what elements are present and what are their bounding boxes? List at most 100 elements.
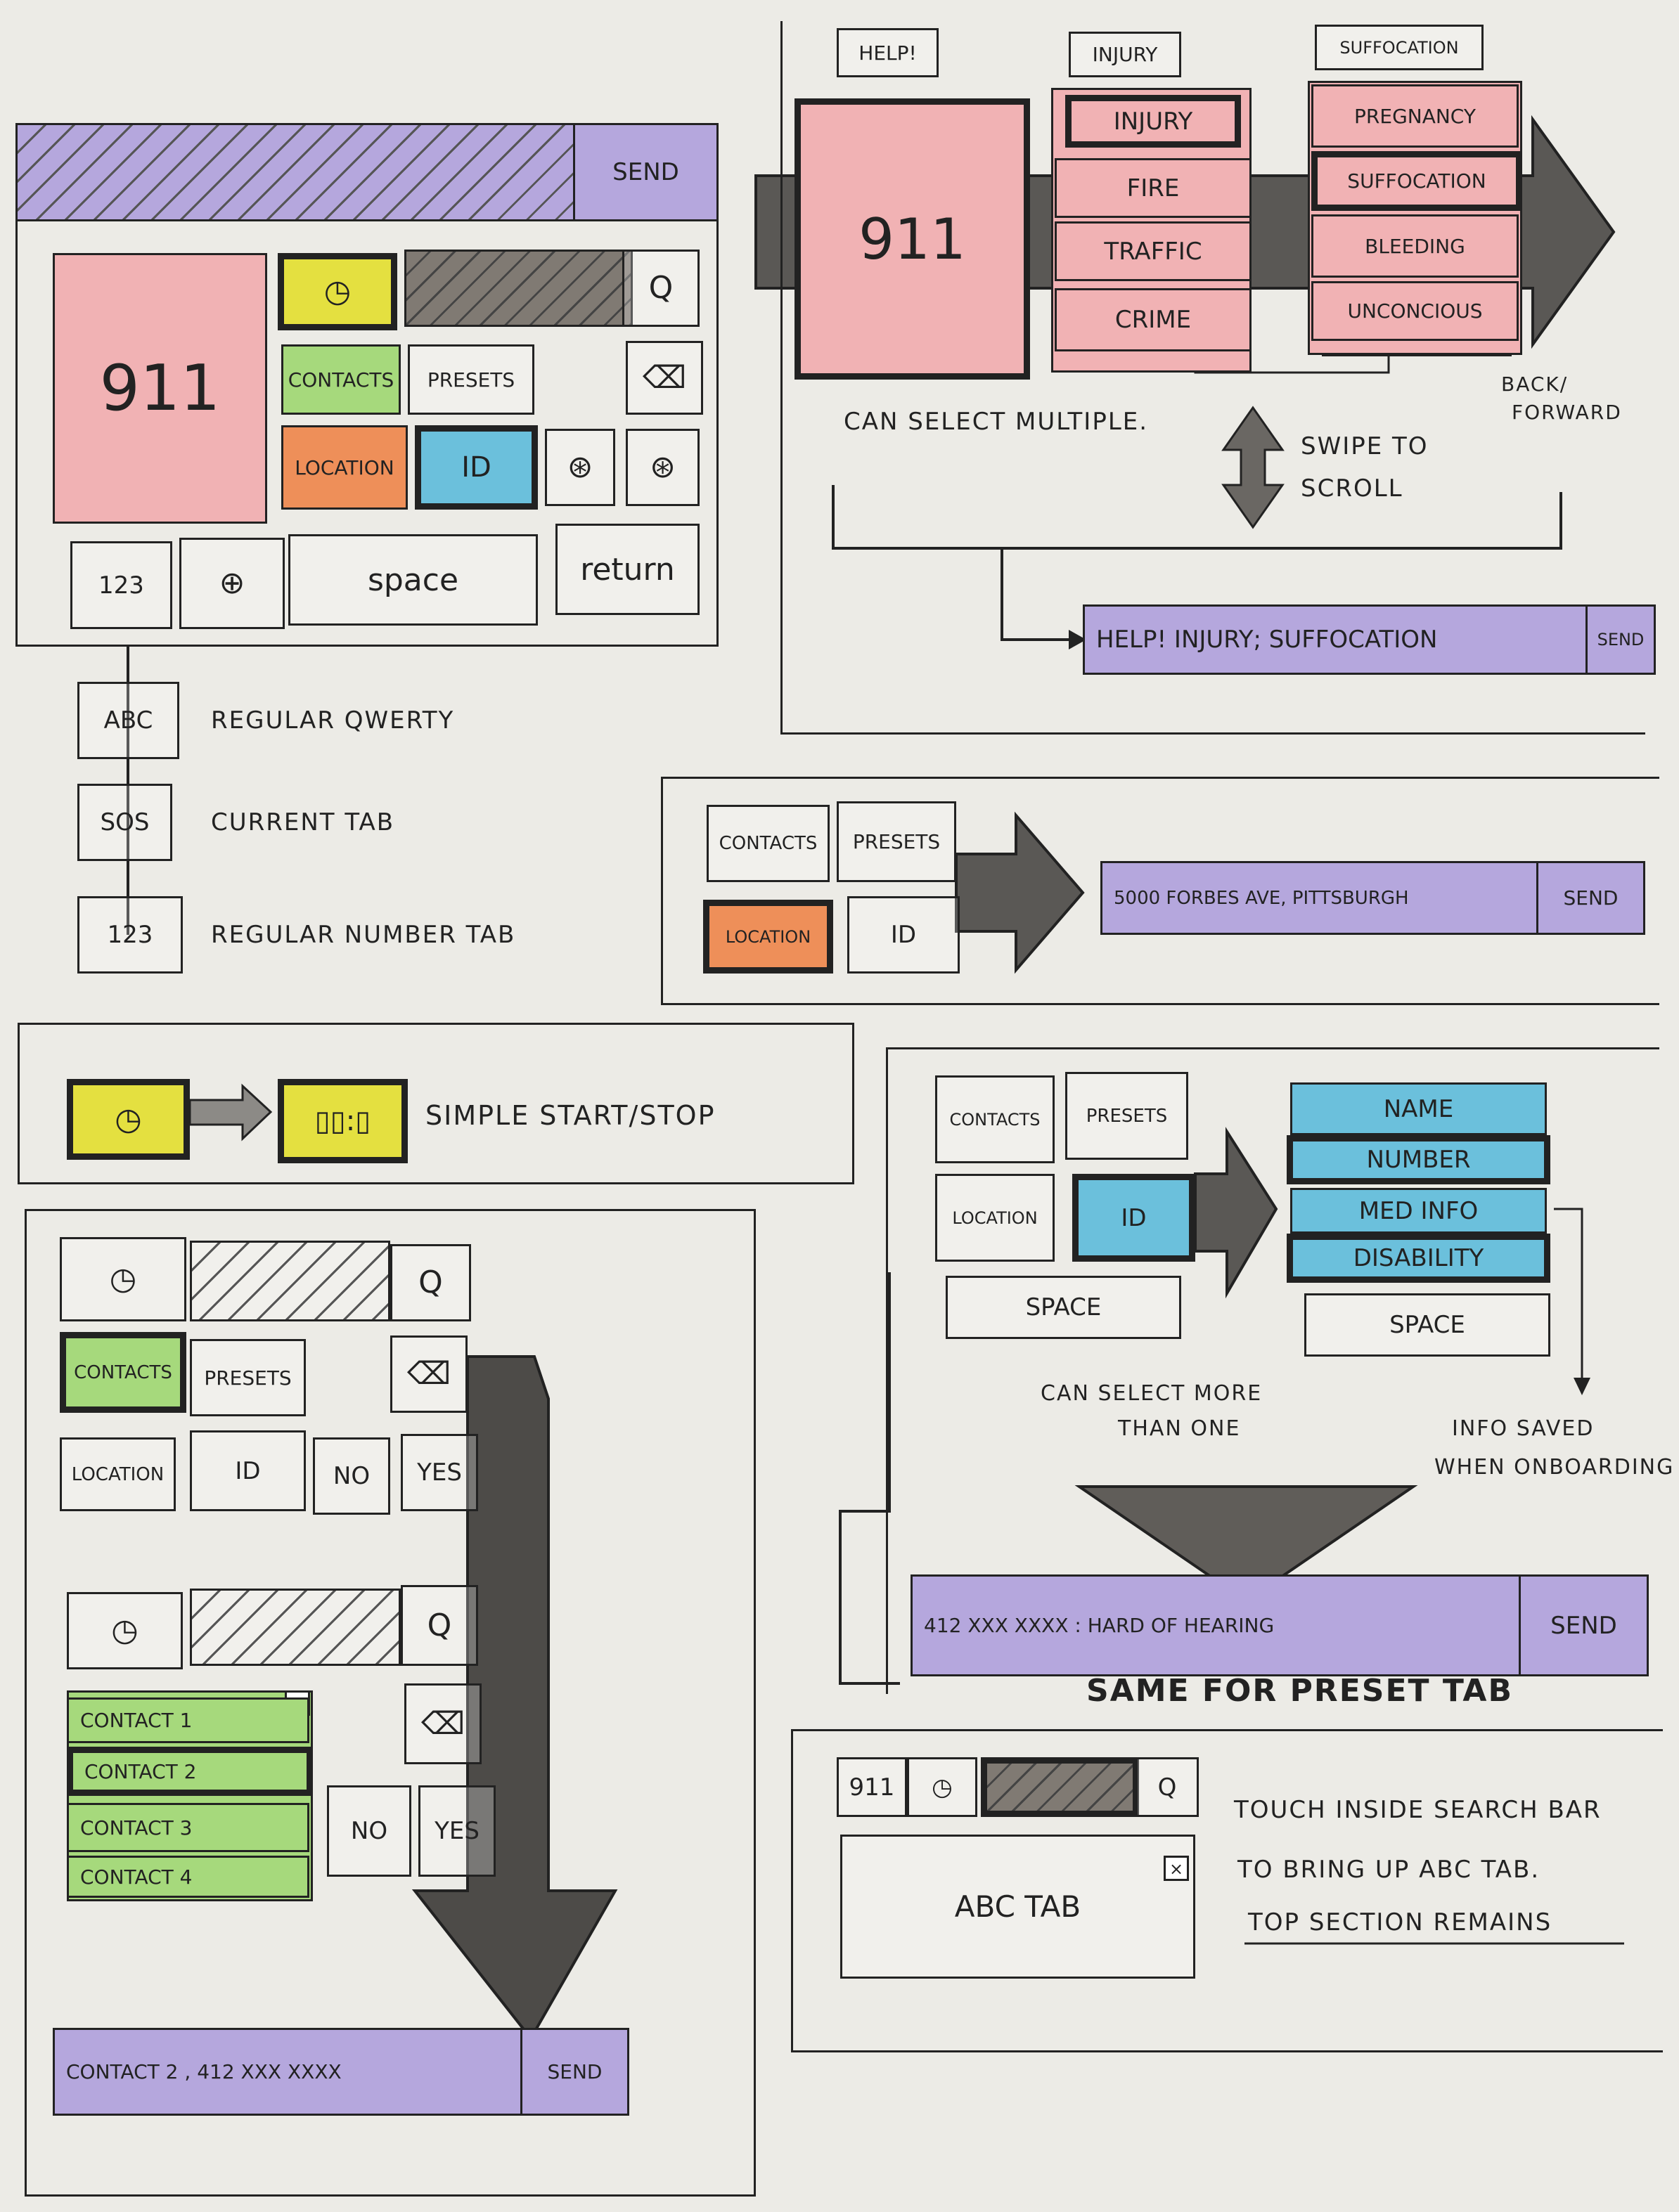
injury-item-label: INJURY bbox=[1113, 107, 1193, 136]
timer-running-display: ▯▯:▯ bbox=[278, 1079, 408, 1163]
cf-id-tab[interactable]: ID bbox=[190, 1430, 306, 1511]
backspace-button[interactable]: ⌫ bbox=[626, 341, 703, 415]
timer-arrow bbox=[188, 1083, 273, 1141]
select-more-note-line2: THAN ONE bbox=[1118, 1416, 1241, 1441]
emoji-button-2[interactable]: ⊛ bbox=[626, 429, 700, 506]
abc-tab-box: ABC bbox=[77, 682, 179, 759]
abc-search-button[interactable]: Q bbox=[1136, 1757, 1199, 1817]
abc-note-line1: TOUCH INSIDE SEARCH BAR bbox=[1234, 1796, 1602, 1824]
loc-presets-tab[interactable]: PRESETS bbox=[837, 801, 956, 882]
emergency-911-button[interactable]: 911 bbox=[53, 253, 267, 524]
swipe-note-line2: SCROLL bbox=[1301, 474, 1403, 503]
contact-item-label: CONTACT 1 bbox=[80, 1709, 193, 1732]
injury-item-injury[interactable]: INJURY bbox=[1065, 95, 1241, 148]
abc-note-line2: TO BRING UP ABC TAB. bbox=[1237, 1856, 1540, 1884]
help-911-label: 911 bbox=[858, 206, 966, 272]
cf-id-label: ID bbox=[235, 1456, 261, 1485]
number-tab-button[interactable]: 123 bbox=[70, 541, 172, 629]
contact-item[interactable]: CONTACT 4 bbox=[67, 1856, 309, 1898]
injury-item-crime[interactable]: CRIME bbox=[1055, 288, 1252, 351]
suffocation-item-pregnancy[interactable]: PREGNANCY bbox=[1311, 84, 1519, 148]
cf-search-bar[interactable] bbox=[190, 1241, 390, 1321]
close-icon[interactable]: × bbox=[1164, 1856, 1189, 1881]
number-tab-desc: REGULAR NUMBER TAB bbox=[211, 921, 516, 949]
cf-search-button[interactable]: Q bbox=[390, 1244, 471, 1321]
help-message-bar[interactable]: HELP! INJURY; SUFFOCATION bbox=[1083, 604, 1589, 675]
cf-yes-button[interactable]: YES bbox=[401, 1434, 478, 1511]
contact-item[interactable]: CONTACT 1 bbox=[67, 1697, 309, 1743]
id-presets-tab[interactable]: PRESETS bbox=[1065, 1072, 1188, 1160]
search-button[interactable]: Q bbox=[622, 250, 700, 327]
cf-no-button[interactable]: NO bbox=[313, 1437, 390, 1515]
id-send-button[interactable]: SEND bbox=[1519, 1574, 1649, 1676]
search-bar[interactable] bbox=[404, 250, 633, 327]
return-button[interactable]: return bbox=[555, 524, 700, 615]
id-item-name[interactable]: NAME bbox=[1290, 1082, 1547, 1135]
cf-location-tab[interactable]: LOCATION bbox=[60, 1437, 176, 1511]
contact-item-selected[interactable]: CONTACT 2 bbox=[67, 1747, 313, 1796]
cf2-backspace-button[interactable]: ⌫ bbox=[404, 1683, 482, 1764]
help-send-button[interactable]: SEND bbox=[1585, 604, 1656, 675]
cf-presets-tab[interactable]: PRESETS bbox=[190, 1339, 306, 1416]
id-item-med-info[interactable]: MED INFO bbox=[1290, 1188, 1547, 1234]
id-location-tab[interactable]: LOCATION bbox=[935, 1174, 1055, 1262]
cf-timer-button[interactable]: ◷ bbox=[60, 1237, 186, 1321]
id-message-bar[interactable]: 412 XXX XXXX : HARD OF HEARING bbox=[911, 1574, 1522, 1676]
id-id-tab[interactable]: ID bbox=[1072, 1174, 1195, 1262]
id-contacts-tab[interactable]: CONTACTS bbox=[935, 1075, 1055, 1163]
cf2-timer-button[interactable]: ◷ bbox=[67, 1592, 183, 1669]
contacts-label: CONTACTS bbox=[288, 368, 394, 392]
emergency-911-label: 911 bbox=[99, 351, 221, 425]
abc-tab-keyboard[interactable]: ABC TAB bbox=[840, 1835, 1195, 1979]
sos-tab-box: SOS bbox=[77, 784, 172, 861]
id-space-button[interactable]: SPACE bbox=[946, 1276, 1181, 1339]
id-contacts-label: CONTACTS bbox=[949, 1109, 1041, 1130]
cf2-yes-button[interactable]: YES bbox=[418, 1785, 496, 1877]
id-space-button-2[interactable]: SPACE bbox=[1304, 1293, 1550, 1357]
suffocation-item-suffocation[interactable]: SUFFOCATION bbox=[1311, 151, 1522, 211]
cf-yes-label: YES bbox=[417, 1459, 462, 1487]
suffocation-heading-label: SUFFOCATION bbox=[1339, 37, 1459, 58]
cf-contacts-tab[interactable]: CONTACTS bbox=[60, 1332, 186, 1413]
abc-timer-button[interactable]: ◷ bbox=[907, 1757, 977, 1817]
help-911-button[interactable]: 911 bbox=[795, 98, 1030, 380]
abc-911-button[interactable]: 911 bbox=[837, 1757, 907, 1817]
location-tab[interactable]: LOCATION bbox=[281, 425, 408, 510]
suffocation-item-unconcious[interactable]: UNCONCIOUS bbox=[1311, 281, 1519, 341]
clock-icon: ◷ bbox=[115, 1101, 142, 1137]
contacts-tab[interactable]: CONTACTS bbox=[281, 344, 401, 415]
space-button[interactable]: space bbox=[288, 534, 538, 626]
globe-button[interactable]: ⊕ bbox=[179, 538, 285, 629]
id-tab[interactable]: ID bbox=[415, 425, 538, 510]
id-flow-panel bbox=[886, 1047, 1659, 1694]
abc-search-bar[interactable] bbox=[981, 1757, 1139, 1817]
loc-contacts-tab[interactable]: CONTACTS bbox=[707, 805, 830, 882]
cf2-search-button[interactable]: Q bbox=[401, 1585, 478, 1666]
location-flow-panel bbox=[661, 777, 1659, 1005]
contact-send-button[interactable]: SEND bbox=[520, 2028, 629, 2116]
loc-location-tab[interactable]: LOCATION bbox=[703, 900, 833, 974]
id-item-disability[interactable]: DISABILITY bbox=[1287, 1234, 1550, 1283]
timer-start-button[interactable]: ◷ bbox=[67, 1079, 190, 1160]
cf-backspace-button[interactable]: ⌫ bbox=[390, 1335, 468, 1413]
suffocation-item-bleeding[interactable]: BLEEDING bbox=[1311, 214, 1519, 278]
location-send-button[interactable]: SEND bbox=[1536, 861, 1645, 935]
emoji-button-1[interactable]: ⊛ bbox=[545, 429, 615, 506]
timer-button[interactable]: ◷ bbox=[278, 253, 397, 330]
loc-id-tab[interactable]: ID bbox=[847, 896, 960, 974]
suffocation-item-label: UNCONCIOUS bbox=[1347, 299, 1483, 323]
location-message-bar[interactable]: 5000 FORBES AVE, PITTSBURGH bbox=[1100, 861, 1540, 935]
sos-tab-label: SOS bbox=[100, 808, 150, 836]
presets-tab[interactable]: PRESETS bbox=[408, 344, 534, 415]
message-bar[interactable] bbox=[15, 123, 578, 221]
injury-item-fire[interactable]: FIRE bbox=[1055, 158, 1252, 218]
contact-item[interactable]: CONTACT 3 bbox=[67, 1803, 309, 1852]
cf2-search-bar[interactable] bbox=[190, 1589, 401, 1666]
abc-note-line3: TOP SECTION REMAINS bbox=[1248, 1908, 1552, 1936]
cf2-no-button[interactable]: NO bbox=[327, 1785, 411, 1877]
send-button[interactable]: SEND bbox=[573, 123, 719, 221]
contact-message-bar[interactable]: CONTACT 2 , 412 XXX XXXX bbox=[53, 2028, 524, 2116]
injury-item-traffic[interactable]: TRAFFIC bbox=[1055, 221, 1252, 281]
id-location-label: LOCATION bbox=[952, 1208, 1038, 1228]
id-item-number[interactable]: NUMBER bbox=[1287, 1135, 1550, 1184]
